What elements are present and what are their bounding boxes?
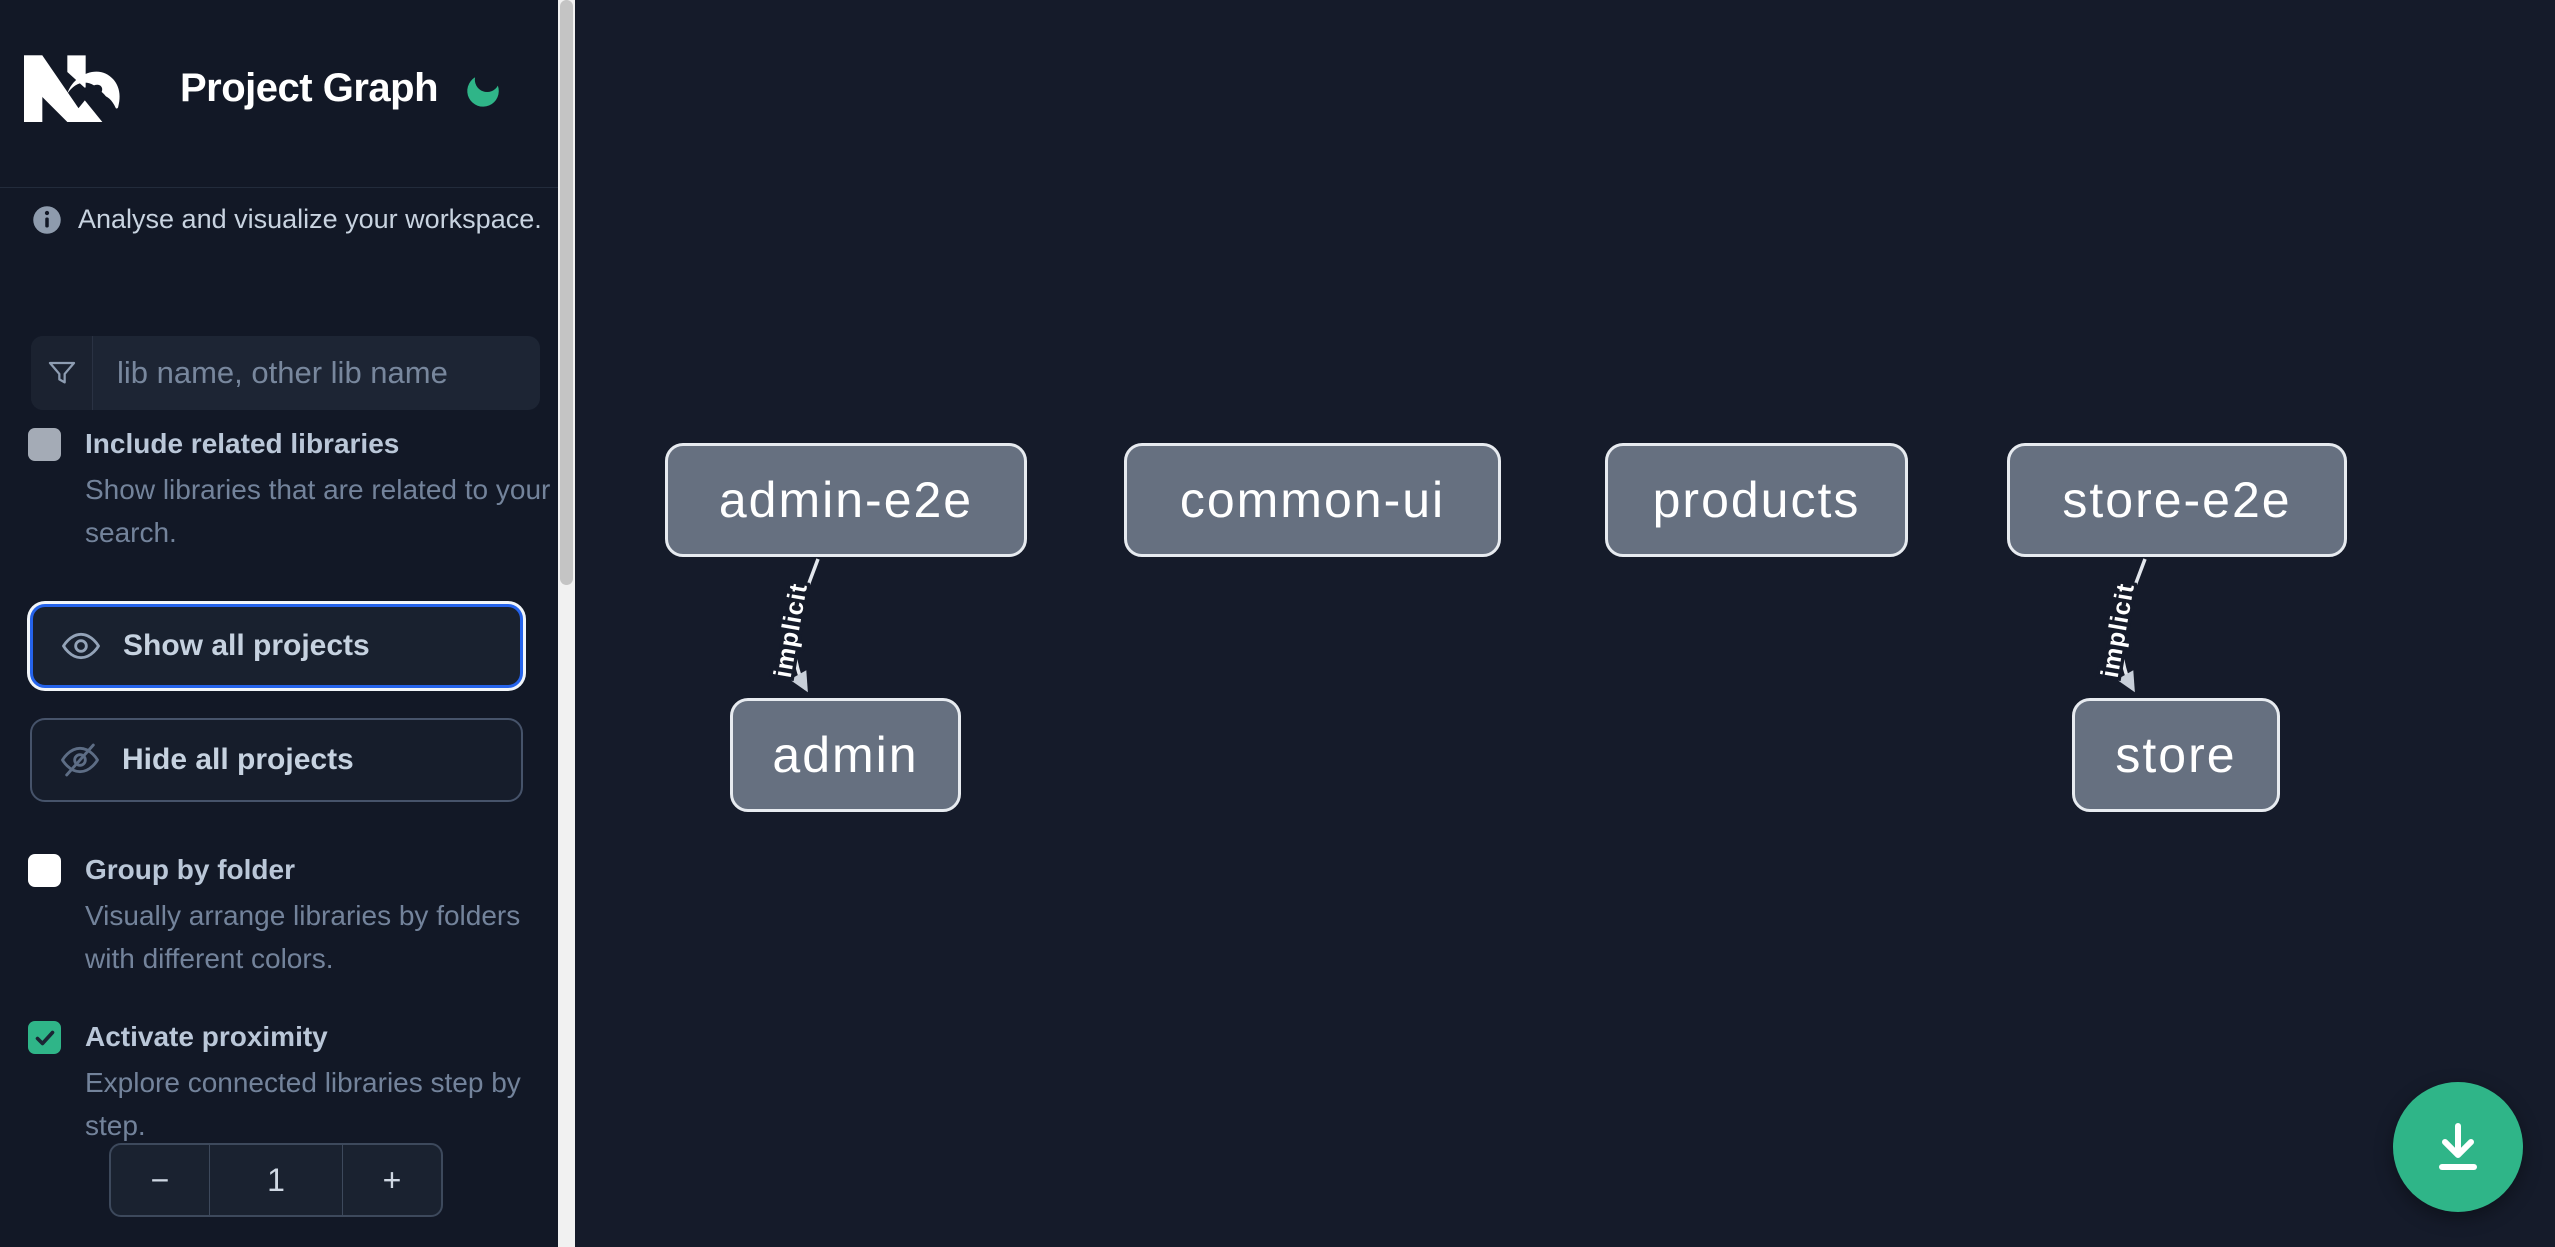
- include-related-description: Show libraries that are related to your …: [85, 474, 551, 548]
- graph-canvas[interactable]: implicit implicit admin-e2e common-ui pr…: [575, 0, 2555, 1247]
- nx-logo-icon: [24, 55, 120, 123]
- toggle-include-related-libraries: Include related libraries Show libraries…: [28, 426, 557, 554]
- info-icon: [33, 205, 61, 234]
- sidebar-scrollbar: [558, 0, 575, 1247]
- show-all-projects-label: Show all projects: [123, 629, 370, 662]
- filter-search-box: [31, 336, 540, 410]
- filter-funnel-icon: [31, 336, 93, 410]
- workspace-info-row: Analyse and visualize your workspace.: [32, 204, 542, 235]
- hide-all-projects-label: Hide all projects: [122, 743, 354, 776]
- dependency-edges-layer: implicit implicit: [765, 558, 2147, 693]
- proximity-depth-stepper: − 1 +: [109, 1143, 443, 1217]
- page-title: Project Graph: [180, 66, 439, 110]
- download-icon: [2439, 1123, 2477, 1170]
- project-node-store[interactable]: store: [2072, 698, 2280, 812]
- edge-label-implicit: implicit: [2096, 581, 2140, 680]
- toggle-activate-proximity: Activate proximity Explore connected lib…: [28, 1019, 557, 1147]
- group-by-folder-description: Visually arrange libraries by folders wi…: [85, 900, 521, 974]
- project-node-admin[interactable]: admin: [730, 698, 961, 812]
- group-by-folder-checkbox[interactable]: [28, 854, 61, 887]
- proximity-depth-value: 1: [209, 1145, 343, 1215]
- sidebar-header: Project Graph: [0, 0, 575, 188]
- check-icon: [35, 1030, 54, 1045]
- project-node-common-ui[interactable]: common-ui: [1124, 443, 1501, 557]
- activate-proximity-label[interactable]: Activate proximity: [85, 1021, 328, 1052]
- workspace-info-text: Analyse and visualize your workspace.: [78, 204, 542, 234]
- project-node-store-e2e[interactable]: store-e2e: [2007, 443, 2347, 557]
- toggle-group-by-folder: Group by folder Visually arrange librari…: [28, 852, 557, 980]
- theme-toggle-moon-icon[interactable]: [462, 70, 504, 112]
- eye-icon: [62, 632, 100, 660]
- group-by-folder-label[interactable]: Group by folder: [85, 854, 295, 885]
- search-input[interactable]: [93, 336, 540, 410]
- edge-admin-e2e-to-admin: implicit: [765, 558, 820, 693]
- download-graph-button[interactable]: [2393, 1082, 2523, 1212]
- edge-label-implicit: implicit: [769, 581, 813, 680]
- edge-store-e2e-to-store: implicit: [2092, 558, 2147, 693]
- eye-off-icon: [61, 743, 99, 777]
- sidebar: Project Graph Analyse and visualize your…: [0, 0, 575, 1247]
- project-node-admin-e2e[interactable]: admin-e2e: [665, 443, 1027, 557]
- increment-button[interactable]: +: [382, 1161, 402, 1198]
- include-related-checkbox[interactable]: [28, 428, 61, 461]
- project-node-products[interactable]: products: [1605, 443, 1908, 557]
- show-all-projects-button[interactable]: Show all projects: [30, 604, 523, 688]
- scrollbar-thumb[interactable]: [560, 0, 573, 585]
- hide-all-projects-button[interactable]: Hide all projects: [30, 718, 523, 802]
- include-related-label[interactable]: Include related libraries: [85, 428, 400, 459]
- activate-proximity-description: Explore connected libraries step by step…: [85, 1067, 521, 1141]
- decrement-button[interactable]: −: [150, 1161, 170, 1198]
- activate-proximity-checkbox[interactable]: [28, 1021, 61, 1054]
